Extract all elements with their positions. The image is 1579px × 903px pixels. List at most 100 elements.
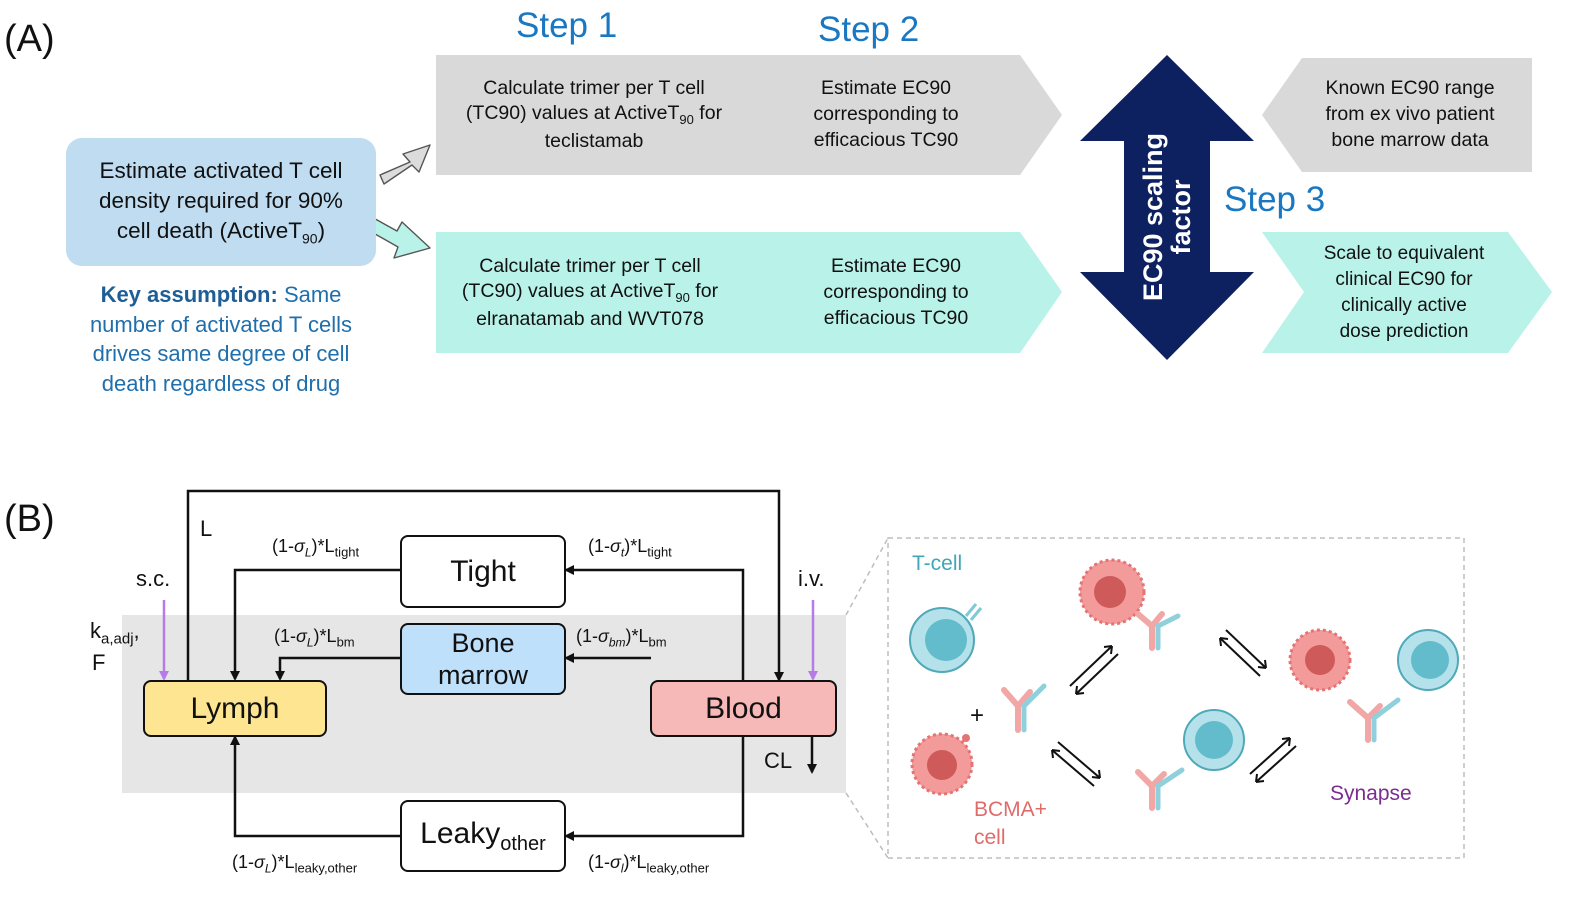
calc-row1-line-3: teclistamab	[544, 129, 644, 152]
blood-tight-flow-label: (1-σt)*Ltight	[588, 536, 672, 560]
arrow-to-row2-icon	[367, 214, 431, 259]
bb-pre: (1-	[576, 626, 598, 646]
chevron-calc-elranatamab	[436, 232, 780, 353]
step-3-label: Step 3	[1224, 180, 1326, 219]
equilibrium-arrow-3-icon	[1051, 741, 1101, 787]
ll-sym: σ	[254, 852, 265, 872]
tight-label: Tight	[450, 554, 516, 588]
lt-symsub: L	[304, 545, 312, 560]
lb-pre: (1-	[274, 626, 296, 646]
bt-pre: (1-	[588, 536, 610, 556]
bcma-line-2: cell	[974, 826, 1006, 850]
bb-sub: bm	[648, 634, 667, 650]
iv-label: i.v.	[798, 566, 825, 591]
calc-row1-sub: 90	[679, 112, 694, 128]
leaky-sub: other	[500, 833, 546, 856]
known-line-1: Known EC90 range	[1325, 77, 1495, 100]
estimate-row2-line-2: corresponding to	[823, 281, 969, 304]
known-line-3: bone marrow data	[1331, 128, 1489, 151]
estimate-row2-line-1: Estimate EC90	[830, 255, 962, 278]
chevron-calc-teclistamab	[436, 55, 780, 175]
bl-mid: )*L	[623, 852, 647, 872]
equilibrium-arrow-4-icon	[1249, 737, 1297, 783]
ll-pre: (1-	[232, 852, 254, 872]
chevron-known-ec90	[1262, 58, 1532, 172]
chevron-scale-clinical	[1262, 232, 1552, 353]
ka-main: k	[90, 618, 101, 643]
bb-symsub: bm	[608, 635, 626, 650]
calc-row2-line-2: (TC90) values at ActiveT	[461, 280, 676, 303]
start-box-activated-t-cell: Estimate activated T cell density requir…	[66, 138, 376, 266]
known-line-2: from ex vivo patient	[1325, 103, 1495, 126]
ll-sub: leaky,other	[294, 860, 358, 876]
step-2-label: Step 2	[818, 10, 920, 49]
cl-label: CL	[764, 748, 793, 773]
arrow-to-row1-icon	[379, 144, 431, 185]
blood-bm-flow-label: (1-σbm)*Lbm	[576, 626, 667, 650]
tight-to-lymph-arrow	[230, 568, 400, 681]
tight-box	[400, 535, 566, 608]
scale-clinical-text: Scale to equivalent clinical EC90 for cl…	[1300, 234, 1508, 352]
estimate-row1-line-1: Estimate EC90	[820, 77, 952, 100]
panel-b-shapes	[122, 489, 1465, 872]
ec90-scaling-factor-label: EC90 scaling factor	[1134, 92, 1200, 342]
blood-leaky-flow-label: (1-σl)*Lleaky,other	[588, 852, 709, 876]
calc-row2-line-3: elranatamab and WVT078	[476, 307, 704, 330]
t-cell-label: T-cell	[912, 552, 963, 575]
bt-symsub: t	[620, 545, 625, 560]
calc-teclistamab-text: Calculate trimer per T cell (TC90) value…	[440, 58, 748, 172]
lymph-label: Lymph	[190, 691, 280, 725]
ka-label: ka,adj,	[90, 618, 140, 647]
start-box-line-1: Estimate activated T cell	[99, 158, 343, 184]
chevron-estimate-ec90-row2	[730, 232, 1062, 353]
tcell-antibody-complex-icon	[1135, 709, 1245, 811]
mechanism-inset	[887, 537, 1465, 859]
panel-b-label: (B)	[4, 498, 55, 540]
panel-a-label: (A)	[4, 18, 55, 60]
zoom-line-bottom	[845, 792, 889, 859]
chevron-estimate-ec90-row1	[730, 55, 1062, 175]
bl-symsub: l	[620, 861, 624, 876]
lt-mid: )*L	[311, 536, 335, 556]
calc-row1-line-1: Calculate trimer per T cell	[483, 76, 705, 99]
lymph-leaky-flow-label: (1-σL)*Lleaky,other	[232, 852, 357, 876]
antibody-icon	[1001, 683, 1047, 733]
step-1-label: Step 1	[516, 6, 618, 45]
scale-line-4: dose prediction	[1339, 321, 1469, 343]
ec90-scaling-double-arrow	[1080, 55, 1254, 360]
synapse-complex-icon	[1288, 628, 1459, 743]
scaling-line-1: EC90 scaling	[1137, 132, 1168, 302]
lt-sub: tight	[334, 544, 360, 560]
sc-label: s.c.	[136, 566, 171, 591]
bb-mid: )*L	[625, 626, 649, 646]
zoom-line-top	[845, 537, 889, 616]
ka-end: ,	[133, 618, 140, 643]
f-label: F	[92, 650, 106, 675]
l-flow-label: L	[200, 516, 213, 541]
lb-mid: )*L	[313, 626, 337, 646]
bt-mid: )*L	[624, 536, 648, 556]
bcma-line-1: BCMA+	[974, 798, 1047, 821]
calc-row2-sub: 90	[675, 290, 690, 306]
leaky-box	[400, 800, 566, 872]
lymph-to-blood-l-arrow	[186, 489, 784, 682]
calc-row2-line-1: Calculate trimer per T cell	[479, 254, 701, 277]
equilibrium-arrow-2-icon	[1219, 629, 1267, 677]
estimate-row2-line-3: efficacious TC90	[823, 306, 969, 329]
scale-line-2: clinical EC90 for	[1335, 268, 1473, 290]
scale-line-1: Scale to equivalent	[1323, 242, 1485, 264]
bone-marrow-line-1: Bone	[451, 627, 515, 658]
calc-elranatamab-text: Calculate trimer per T cell (TC90) value…	[440, 236, 740, 350]
estimate-row2-text: Estimate EC90 corresponding to efficacio…	[786, 236, 1006, 350]
lt-pre: (1-	[272, 536, 294, 556]
calc-row1-line-2: (TC90) values at ActiveT	[465, 102, 680, 125]
calc-row2-line-2-end: for	[689, 280, 719, 303]
lb-sym: σ	[296, 626, 307, 646]
bcma-cell-label: BCMA+ cell	[974, 796, 1047, 853]
key-assumption-text: Same number of activated T cells drives …	[89, 282, 353, 397]
start-box-line-3: cell death (ActiveT	[116, 217, 302, 243]
bone-marrow-box	[400, 623, 566, 695]
bl-pre: (1-	[588, 852, 610, 872]
bt-sub: tight	[647, 544, 672, 560]
start-box-line-2: density required for 90%	[99, 187, 343, 213]
